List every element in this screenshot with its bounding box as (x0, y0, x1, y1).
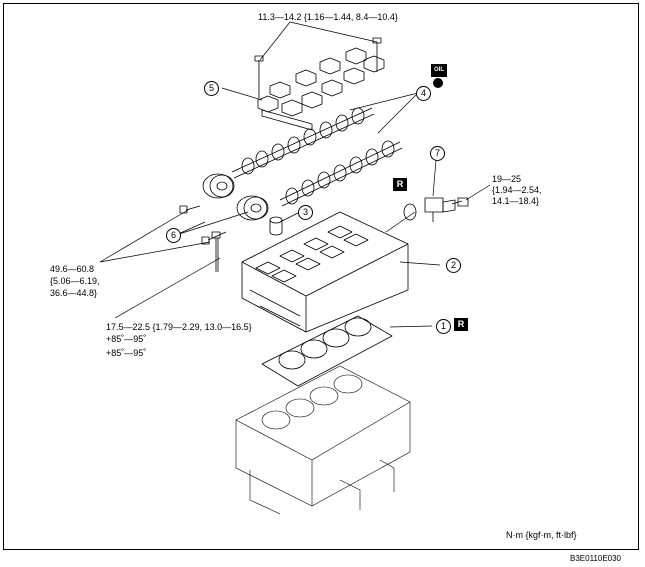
callout-7: 7 (430, 146, 445, 161)
cap-6 (301, 91, 323, 109)
cap-1 (257, 95, 279, 113)
torque-sprocket-bolts-line2: {5.06—6.19, (50, 276, 100, 286)
callout-4: 4 (416, 86, 431, 101)
camshaft-position-sensor (403, 197, 469, 222)
cap-11 (261, 109, 313, 131)
torque-head-bolts-angle-1: +85˚—95˚ (106, 334, 147, 344)
cylinder-head-gasket (261, 315, 393, 387)
cap-7 (321, 79, 343, 97)
camshaft-upper (231, 107, 375, 179)
torque-sensor-bolt-line2: {1.94—2.54, (492, 185, 542, 195)
leader-lines (99, 21, 491, 328)
callout-2: 2 (446, 258, 461, 273)
cap-3 (295, 69, 317, 87)
torque-cap-bolts: 11.3—14.2 {1.16—1.44, 8.4—10.4} (258, 12, 398, 22)
figure-code: B3E0110E030 (570, 554, 622, 563)
torque-sprocket-bolts-line1: 49.6—60.8 (50, 264, 95, 274)
cap-5 (345, 47, 367, 65)
camshaft-sprockets (179, 173, 269, 245)
callout-5: 5 (204, 81, 219, 96)
replace-marker-gasket: R (454, 318, 468, 331)
units-note: N·m {kgf·m, ft·lbf} (506, 530, 577, 540)
diagram-frame (3, 3, 639, 550)
oil-icon: OIL (431, 64, 447, 77)
camshaft-lower (279, 140, 403, 207)
cap-8 (343, 67, 365, 85)
torque-sensor-bolt-line1: 19—25 (492, 174, 522, 184)
cap-9 (363, 55, 385, 73)
torque-head-bolts: 17.5—22.5 {1.79—2.29, 13.0—16.5} (106, 322, 252, 332)
camshaft-caps (254, 37, 385, 131)
oil-dot-icon (433, 78, 443, 88)
cylinder-head-bolt (211, 231, 221, 272)
cap-4 (319, 57, 341, 75)
cylinder-block (235, 365, 411, 515)
callout-6: 6 (166, 228, 181, 243)
replace-marker-oring: R (393, 178, 407, 191)
callout-3: 3 (298, 205, 313, 220)
cap-2 (269, 81, 291, 99)
cap-10 (281, 99, 303, 117)
tappet (269, 216, 283, 236)
torque-sprocket-bolts-line3: 36.6—44.8} (50, 288, 98, 298)
callout-1: 1 (436, 319, 451, 334)
cylinder-head (241, 211, 409, 333)
torque-sensor-bolt-line3: 14.1—18.4} (492, 196, 540, 206)
torque-head-bolts-angle-2: +85˚—95˚ (106, 348, 147, 358)
